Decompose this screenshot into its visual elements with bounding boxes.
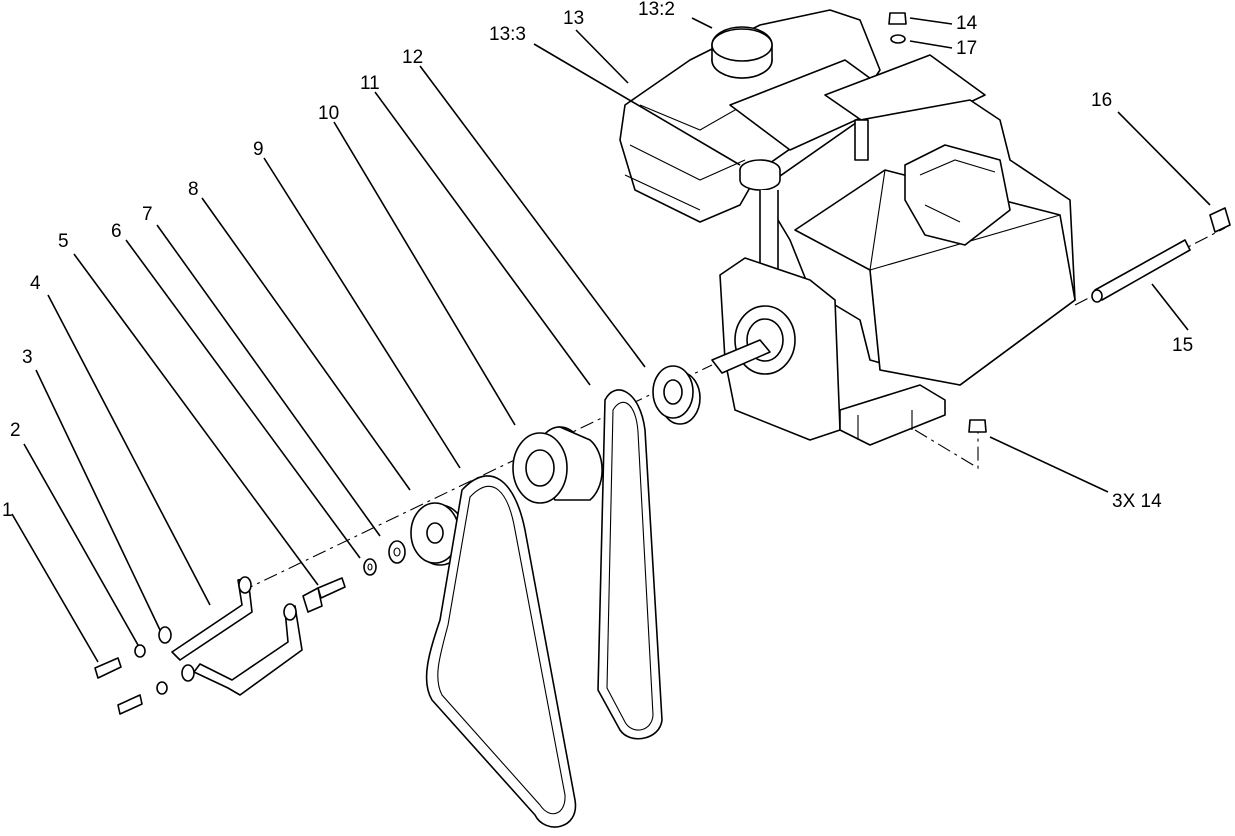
- callout-4: 4: [30, 273, 41, 294]
- output-shaft: [711, 339, 771, 374]
- washer-17: [890, 34, 906, 44]
- bolt-5: [302, 577, 346, 613]
- nut-3x14: [968, 419, 987, 433]
- lockwasher-6: [363, 558, 377, 576]
- callout-15: 15: [1172, 335, 1193, 356]
- callout-7: 7: [142, 204, 153, 225]
- callout-16: 16: [1091, 90, 1112, 111]
- callout-13-3: 13:3: [489, 24, 526, 45]
- engine: [619, 9, 1076, 446]
- callout-8: 8: [188, 179, 199, 200]
- nut-14: [888, 12, 907, 25]
- bolt-1a: [94, 657, 122, 679]
- callout-13: 13: [563, 8, 584, 29]
- callout-10: 10: [318, 103, 339, 124]
- v-belt-large: [425, 475, 577, 828]
- washer-7: [388, 540, 406, 564]
- callout-1: 1: [2, 500, 13, 521]
- washer-3a: [158, 626, 172, 644]
- pulley-12: [652, 365, 701, 425]
- callout-11: 11: [360, 73, 380, 94]
- lockwasher-2a: [134, 644, 146, 658]
- callout-17: 17: [956, 38, 977, 59]
- callout-14: 14: [956, 13, 978, 34]
- callout-3: 3: [22, 347, 33, 368]
- pulley-10: [512, 426, 603, 504]
- coupler-16: [1209, 207, 1231, 233]
- leader-lines: [11, 17, 1211, 663]
- shaft-15: [1094, 239, 1191, 301]
- callout-12: 12: [402, 47, 423, 68]
- callout-13-2: 13:2: [638, 0, 675, 20]
- engine-base: [839, 384, 946, 446]
- callout-3x14: 3X 14: [1112, 491, 1162, 512]
- callout-5: 5: [58, 231, 69, 252]
- callout-6: 6: [111, 221, 122, 242]
- callout-9: 9: [253, 139, 264, 160]
- bolt-1b: [117, 694, 143, 715]
- bracket-4b: [193, 605, 303, 696]
- v-belt-small: [597, 389, 663, 740]
- lockwasher-2b: [156, 681, 168, 695]
- washer-3b: [181, 664, 195, 682]
- callout-2: 2: [10, 420, 21, 441]
